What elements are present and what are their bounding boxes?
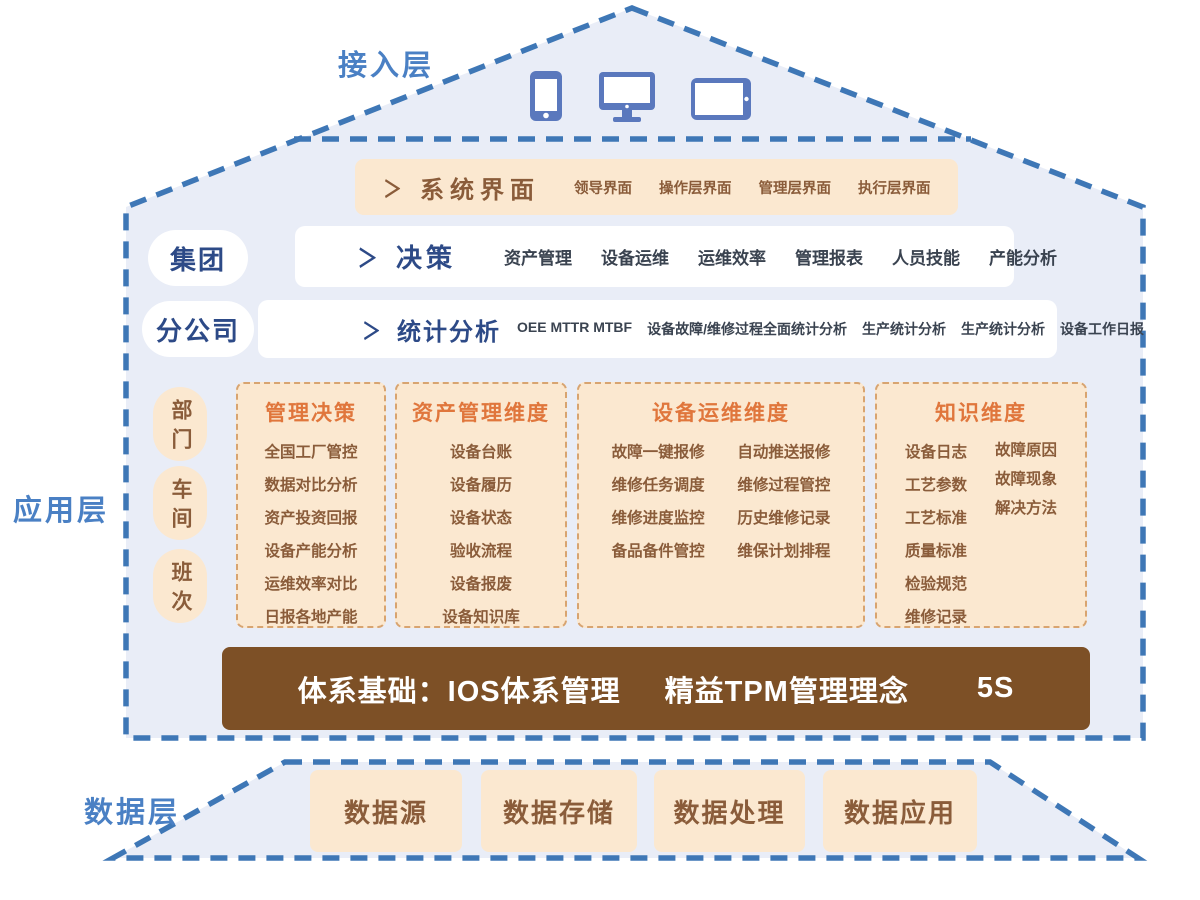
stats-item: 设备工作日报: [1060, 321, 1144, 337]
dimension-item: 资产投资回报: [264, 510, 358, 527]
org-pill-shift: 班次: [153, 549, 207, 623]
dimension-item: 历史维修记录: [737, 510, 831, 527]
dimension-item: 故障现象: [994, 471, 1057, 488]
stats-title: 统计分析: [397, 318, 501, 346]
stats-row: ＞ 统计分析 OEE MTTR MTBF 设备故障/维修过程全面统计分析 生产统…: [258, 300, 1144, 358]
dimension-box-title: 知识维度: [935, 402, 1027, 425]
dimension-item: 自动推送报修: [737, 444, 831, 461]
dimension-item: 检验规范: [904, 576, 967, 593]
dimension-item: 设备履历: [449, 477, 512, 494]
foundation-segment: 精益TPM管理理念: [664, 675, 909, 708]
org-pill-department: 部门: [153, 387, 207, 461]
decision-item: 管理报表: [795, 249, 864, 268]
dimension-item: 工艺参数: [904, 477, 967, 494]
dimension-item: 维修记录: [904, 609, 967, 626]
stats-item: 生产统计分析: [961, 321, 1045, 337]
stats-item: 设备故障/维修过程全面统计分析: [647, 321, 847, 337]
stats-item: OEE MTTR MTBF: [517, 319, 633, 335]
dimension-item: 备品备件管控: [611, 543, 705, 560]
dimension-box-knowledge: 知识维度 设备日志 工艺参数 工艺标准 质量标准 检验规范 维修记录 故障原因 …: [875, 382, 1087, 628]
org-pill-workshop: 车间: [153, 466, 207, 540]
dimension-item: 全国工厂管控: [264, 444, 358, 461]
chevron-icon: ＞: [362, 318, 381, 344]
decision-item: 运维效率: [698, 249, 767, 268]
chevron-icon: ＞: [357, 244, 378, 273]
decision-item: 资产管理: [504, 249, 573, 268]
data-box-source: 数据源: [310, 770, 462, 852]
foundation-bar: 体系基础：IOS体系管理 精益TPM管理理念 5S: [222, 647, 1090, 730]
dimension-item: 设备知识库: [442, 609, 520, 626]
dimension-item: 设备台账: [449, 444, 512, 461]
dimension-item: 日报各地产能: [264, 609, 358, 626]
dimension-item: 设备产能分析: [264, 543, 358, 560]
dimension-box-asset-management: 资产管理维度 设备台账 设备履历 设备状态 验收流程 设备报废 设备知识库: [395, 382, 567, 628]
foundation-segment: 5S: [976, 672, 1015, 704]
decision-item: 设备运维: [601, 249, 670, 268]
decision-row: ＞ 决策 资产管理 设备运维 运维效率 管理报表 人员技能 产能分析: [295, 226, 1057, 287]
system-ui-item: 执行层界面: [858, 180, 931, 197]
system-ui-item: 操作层界面: [659, 180, 732, 197]
dimension-item: 设备状态: [449, 510, 512, 527]
system-ui-title: 系统界面: [420, 176, 540, 204]
dimension-box-title: 设备运维维度: [652, 402, 790, 425]
data-box-storage: 数据存储: [481, 770, 637, 852]
dimension-item: 维修任务调度: [611, 477, 705, 494]
dimension-box-management-decision: 管理决策 全国工厂管控 数据对比分析 资产投资回报 设备产能分析 运维效率对比 …: [236, 382, 386, 628]
chevron-icon: ＞: [383, 176, 402, 202]
dimension-item: 验收流程: [449, 543, 512, 560]
system-ui-item: 领导界面: [574, 180, 632, 197]
dimension-item: 工艺标准: [904, 510, 967, 527]
smartphone-icon: [529, 70, 563, 122]
dimension-box-title: 管理决策: [265, 402, 357, 425]
dimension-item: 运维效率对比: [264, 576, 358, 593]
dimension-item: 故障原因: [994, 442, 1057, 459]
stats-item: 生产统计分析: [862, 321, 946, 337]
decision-item: 产能分析: [989, 249, 1058, 268]
access-layer-label: 接入层: [338, 50, 435, 82]
dimension-item: 维修进度监控: [611, 510, 705, 527]
group-pill: 集团: [148, 230, 248, 286]
system-ui-item: 管理层界面: [758, 180, 832, 197]
tablet-icon: [690, 77, 752, 121]
dimension-item: 数据对比分析: [264, 477, 358, 494]
branch-pill: 分公司: [142, 301, 254, 357]
data-box-processing: 数据处理: [654, 770, 805, 852]
foundation-segment: 体系基础：IOS体系管理: [297, 675, 621, 708]
dimension-item: 维保计划排程: [737, 543, 831, 560]
data-box-application: 数据应用: [823, 770, 977, 852]
dimension-box-title: 资产管理维度: [412, 402, 550, 425]
system-ui-row: ＞ 系统界面 领导界面 操作层界面 管理层界面 执行层界面: [355, 159, 958, 215]
dimension-item: 质量标准: [904, 543, 967, 560]
decision-item: 人员技能: [892, 249, 961, 268]
monitor-icon: [598, 72, 656, 122]
data-layer-label: 数据层: [84, 797, 181, 829]
dimension-item: 解决方法: [994, 500, 1057, 517]
dimension-box-equipment-operation: 设备运维维度 故障一键报修 维修任务调度 维修进度监控 备品备件管控 自动推送报…: [577, 382, 865, 628]
decision-title: 决策: [396, 243, 457, 273]
dimension-item: 设备报废: [449, 576, 512, 593]
dimension-item: 设备日志: [904, 444, 967, 461]
dimension-item: 故障一键报修: [611, 444, 705, 461]
app-layer-label: 应用层: [13, 495, 110, 527]
dimension-item: 维修过程管控: [737, 477, 831, 494]
